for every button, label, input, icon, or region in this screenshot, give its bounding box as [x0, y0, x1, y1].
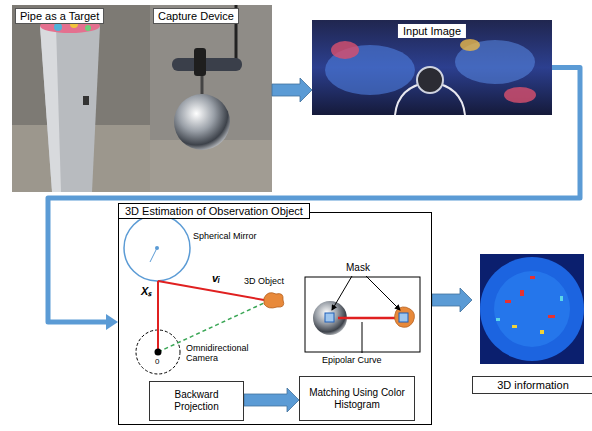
flow-arrow: [272, 78, 312, 102]
flow-arrow: [48, 68, 580, 331]
mirror-radius: [150, 248, 157, 262]
depth-speck: [512, 325, 517, 328]
image-panel: Input Image: [312, 20, 552, 115]
mask-square: [325, 313, 334, 322]
camera-body: [194, 48, 206, 76]
depth-image: [480, 254, 584, 364]
block-arrow: [272, 78, 312, 102]
object-blob: [264, 293, 284, 308]
pipe-photo: [12, 5, 150, 192]
pattern-patch: [504, 87, 536, 103]
object-blob: [395, 307, 415, 327]
spherical-mirror: [124, 215, 190, 281]
annotation-label: vᵢ: [212, 272, 220, 285]
pattern-patch: [331, 41, 359, 59]
node-label: Capture Device: [153, 8, 239, 24]
projection-sketch: [124, 215, 284, 374]
mirror-rod: [201, 76, 204, 94]
depth-speck: [496, 318, 500, 321]
epipolar-line: [338, 317, 398, 320]
node-label: Pipe as a Target: [15, 8, 104, 24]
result-panel: 3D information: [472, 252, 592, 394]
node-label: Input Image: [398, 24, 466, 38]
node-label: 3D Estimation of Observation Object: [118, 203, 310, 219]
pipe: [40, 26, 100, 192]
node-label: 3D information: [472, 376, 592, 394]
process-box: Matching Using Color Histogram: [299, 376, 415, 421]
depth-ground: [480, 254, 584, 364]
light-patch: [455, 40, 535, 84]
annotation-label: Epipolar Curve: [322, 355, 382, 365]
flow-arrow: [244, 388, 299, 412]
photo-panel: Pipe as a Target: [12, 5, 150, 192]
depth-speck: [540, 330, 544, 334]
depth-ring: [494, 271, 570, 347]
annotation-label: Spherical Mirror: [193, 231, 257, 241]
ray-line: [157, 281, 159, 349]
matching-panel: [305, 277, 420, 352]
photo-panel: Capture Device: [150, 5, 272, 192]
node-label: Matching Using Color Histogram: [305, 387, 409, 411]
device-arm: [172, 58, 242, 71]
camera-center: [155, 349, 162, 356]
panorama-image: [312, 20, 552, 115]
flow-line: [48, 68, 580, 323]
block-arrow: [244, 388, 299, 412]
node-label: Backward Projection: [155, 389, 238, 413]
photo-ground: [150, 5, 272, 192]
leader-line: [362, 322, 363, 353]
panorama-ground: [312, 20, 552, 115]
sphere-reflection: [417, 67, 443, 93]
annotation-label: 3D Object: [244, 276, 284, 286]
annotation-label: Omnidirectional Camera: [186, 343, 258, 364]
mask-square: [399, 313, 408, 322]
depth-speck: [520, 290, 524, 296]
pattern-dot: [85, 25, 91, 31]
flow-arrow: [432, 288, 472, 312]
annotation-label: Xₛ: [141, 285, 151, 298]
leader-line: [332, 276, 352, 310]
device-photo: [150, 5, 272, 192]
chrome-sphere: [174, 94, 230, 150]
block-arrow: [432, 288, 472, 312]
pattern-patch: [460, 39, 480, 51]
pipe-highlight: [40, 26, 61, 192]
depth-speck: [530, 276, 535, 279]
process-box: Backward Projection: [149, 381, 244, 421]
depth-speck: [548, 315, 555, 318]
mirror-center: [155, 246, 159, 250]
depth-disc: [480, 257, 584, 361]
process-group: 3D Estimation of Observation ObjectBackw…: [118, 212, 432, 425]
depth-speck: [505, 300, 511, 303]
pattern-dot: [54, 23, 62, 31]
annotation-label: Mask: [346, 262, 370, 274]
arrow-head: [106, 314, 118, 330]
photo-ground: [12, 5, 150, 192]
pipe-mark: [83, 96, 89, 105]
depth-speck: [560, 296, 563, 301]
matching-sketch: [305, 276, 420, 353]
leader-line: [366, 276, 400, 310]
annotation-label: 0: [155, 357, 159, 366]
